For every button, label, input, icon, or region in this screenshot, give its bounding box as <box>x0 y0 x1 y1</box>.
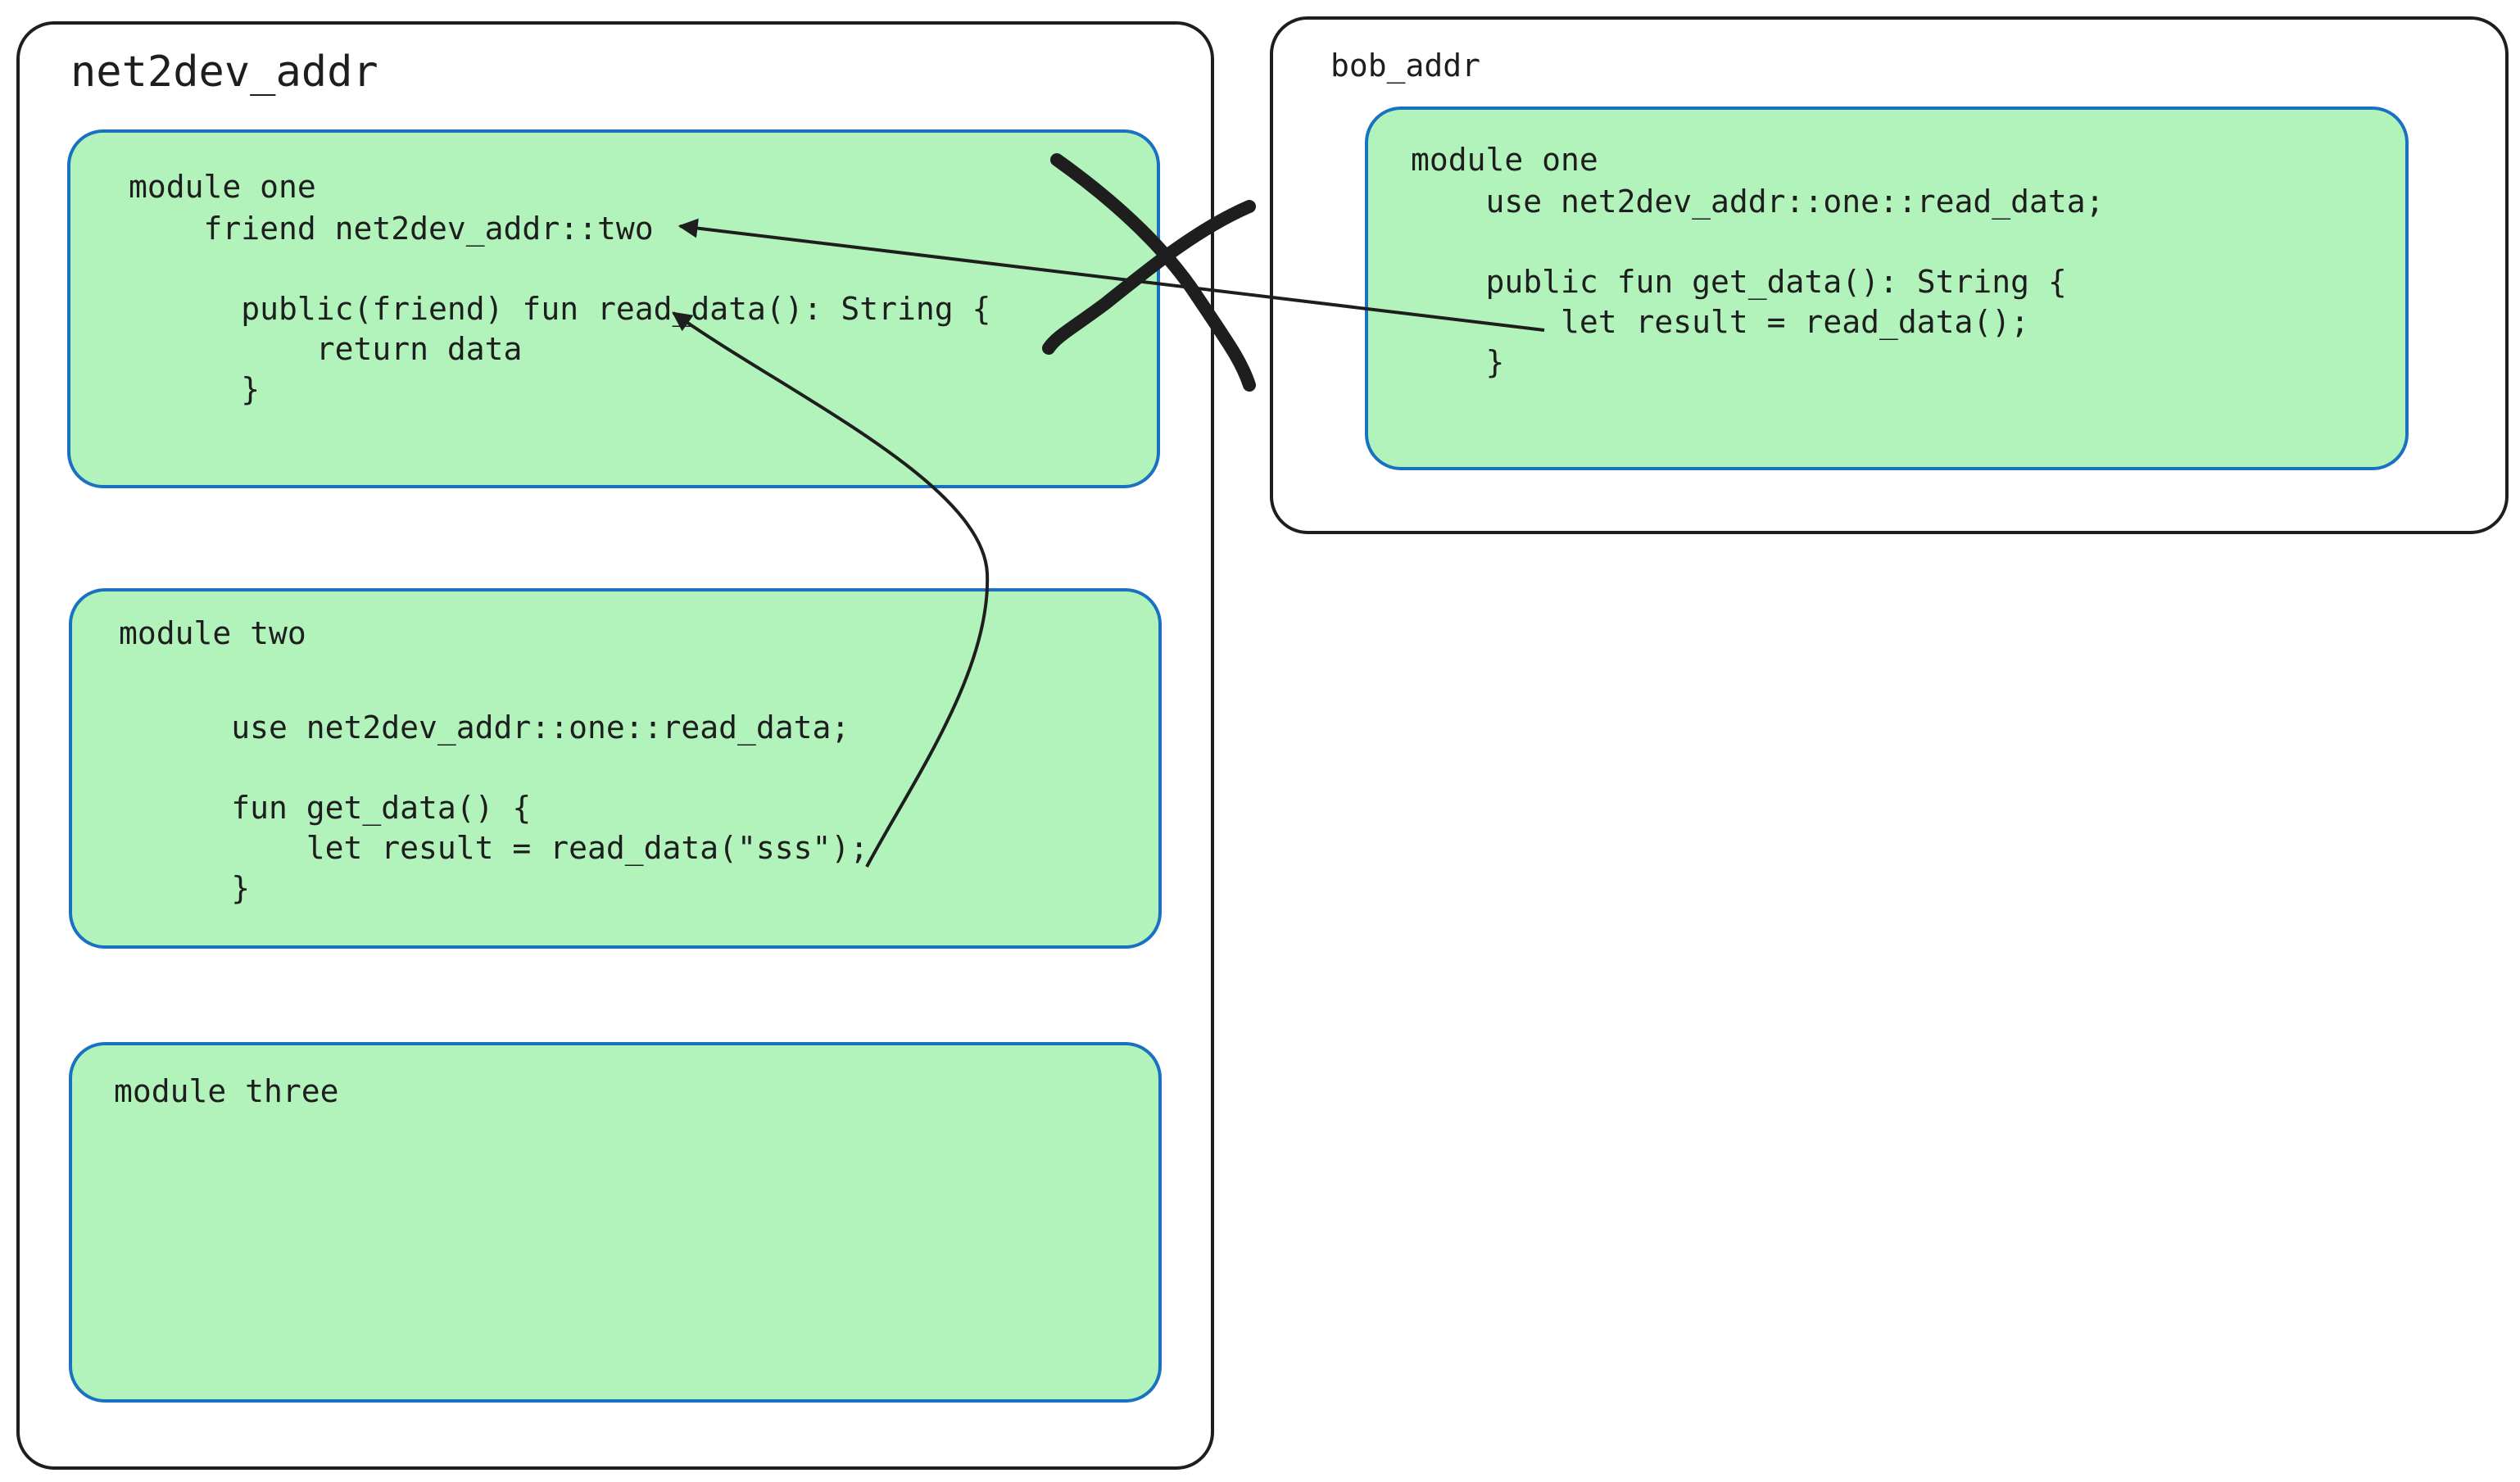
cross-mark-stroke-1 <box>1050 153 1256 392</box>
bob-call-arrow <box>678 218 1545 332</box>
bob-module-one-code: use net2dev_addr::one::read_data; public… <box>1485 184 2105 380</box>
bob-module-one <box>1365 107 2409 470</box>
bob-addr-title: bob_addr <box>1330 48 1481 84</box>
net2dev-module-one-code: friend net2dev_addr::two public(friend) … <box>203 211 991 407</box>
net2dev-addr-title: net2dev_addr <box>70 48 378 97</box>
net2dev-module-three <box>69 1042 1162 1403</box>
bob-module-one-title: module one <box>1411 142 1598 178</box>
net2dev-module-two-code: use net2dev_addr::one::read_data; fun ge… <box>231 709 869 906</box>
net2dev-module-three-title: module three <box>114 1073 339 1109</box>
net2dev-module-two <box>69 588 1162 949</box>
module-two-call-arrow <box>672 311 990 868</box>
net2dev-module-one-title: module one <box>129 169 316 205</box>
net2dev-module-one <box>67 129 1160 488</box>
net2dev-module-two-title: module two <box>119 615 306 651</box>
cross-mark-stroke-2 <box>1042 200 1256 355</box>
